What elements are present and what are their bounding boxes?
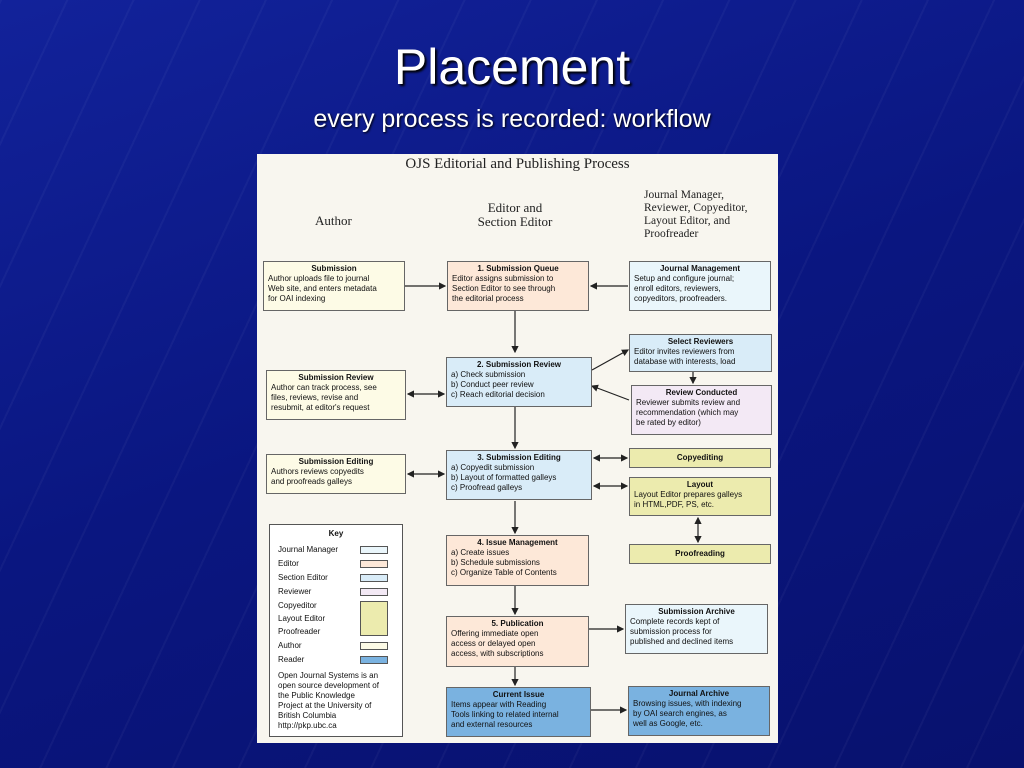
box-copyediting-title: Copyediting <box>676 453 724 462</box>
legend-swatch-reviewer <box>360 588 388 596</box>
column-header-editor: Editor and Section Editor <box>477 200 553 229</box>
legend-swatch-section-editor <box>360 574 388 582</box>
box-submission-queue-body: Editor assigns submission to Section Edi… <box>452 274 556 303</box>
legend-label-reviewer: Reviewer <box>278 587 312 596</box>
box-journal-management-title: Journal Management <box>659 264 740 273</box>
legend-label-copyeditor: Copyeditor <box>278 601 317 610</box>
box-current-issue-title: Current Issue <box>492 690 545 699</box>
box-submission-queue: 1. Submission Queue Editor assigns submi… <box>447 261 589 311</box>
box-issue-management-title: 4. Issue Management <box>477 538 558 547</box>
box-author-submission-review-title: Submission Review <box>298 373 374 382</box>
box-submission-archive: Submission Archive Complete records kept… <box>625 604 768 654</box>
legend-label-section-editor: Section Editor <box>278 573 328 582</box>
box-select-reviewers-title: Select Reviewers <box>667 337 734 346</box>
box-journal-management-body: Setup and configure journal; enroll edit… <box>634 274 735 303</box>
box-journal-archive-body: Browsing issues, with indexing by OAI se… <box>633 699 742 728</box>
legend-swatch-author <box>360 642 388 650</box>
box-issue-management-body: a) Create issues b) Schedule submissions… <box>451 548 557 577</box>
box-submission-archive-body: Complete records kept of submission proc… <box>630 617 734 646</box>
box-submission-archive-title: Submission Archive <box>658 607 735 616</box>
legend-key: Key Journal Manager Editor Section Edito… <box>269 524 403 737</box>
legend-swatch-editor <box>360 560 388 568</box>
figure-title: OJS Editorial and Publishing Process <box>405 156 630 172</box>
legend-label-proofreader: Proofreader <box>278 627 321 636</box>
box-proofreading: Proofreading <box>629 544 771 564</box>
workflow-arrows <box>405 282 702 714</box>
box-journal-archive-title: Journal Archive <box>668 689 730 698</box>
workflow-figure: OJS Editorial and Publishing Process Aut… <box>257 154 778 743</box>
box-journal-management: Journal Management Setup and configure j… <box>629 261 771 311</box>
box-layout: Layout Layout Editor prepares galleys in… <box>629 477 771 516</box>
box-submission-body: Author uploads file to journal Web site,… <box>268 274 377 303</box>
slide-subtitle: every process is recorded: workflow <box>313 105 711 133</box>
legend-label-author: Author <box>278 641 302 650</box>
box-submission-editing-body: a) Copyedit submission b) Layout of form… <box>451 463 557 492</box>
box-review-conducted: Review Conducted Reviewer submits review… <box>631 385 772 435</box>
box-review-conducted-title: Review Conducted <box>665 388 738 397</box>
arrow-conducted-to-review <box>590 384 630 401</box>
legend-title: Key <box>328 529 344 538</box>
box-proofreading-title: Proofreading <box>675 549 725 558</box>
box-layout-title: Layout <box>686 480 714 489</box>
box-submission-editing-title: 3. Submission Editing <box>477 453 561 462</box>
box-author-submission-editing-body: Authors reviews copyedits and proofreads… <box>271 467 364 486</box>
legend-swatch-journal-manager <box>360 546 388 554</box>
box-submission-review-body: a) Check submission b) Conduct peer revi… <box>451 370 545 399</box>
box-submission-queue-title: 1. Submission Queue <box>477 264 559 273</box>
box-current-issue-body: Items appear with Reading Tools linking … <box>451 700 559 729</box>
box-copyediting: Copyediting <box>629 448 771 468</box>
legend-swatch-reader <box>360 656 388 664</box>
box-publication-body: Offering immediate open access or delaye… <box>451 629 544 658</box>
box-author-submission-review: Submission Review Author can track proce… <box>266 370 406 420</box>
box-select-reviewers-body: Editor invites reviewers from database w… <box>634 347 736 366</box>
box-issue-management: 4. Issue Management a) Create issues b) … <box>446 535 589 586</box>
box-submission: Submission Author uploads file to journa… <box>263 261 405 311</box>
box-submission-title: Submission <box>311 264 357 273</box>
box-submission-review-title: 2. Submission Review <box>476 360 562 369</box>
arrow-review-to-select <box>591 349 630 371</box>
box-review-conducted-body: Reviewer submits review and recommendati… <box>636 398 741 427</box>
legend-label-editor: Editor <box>278 559 299 568</box>
column-header-author: Author <box>315 213 352 228</box>
legend-swatch-copy-layout-proof <box>360 601 388 636</box>
column-header-others: Journal Manager, Reviewer, Copyeditor, L… <box>644 189 748 240</box>
box-select-reviewers: Select Reviewers Editor invites reviewer… <box>629 334 772 372</box>
legend-note: Open Journal Systems is an open source d… <box>278 671 379 730</box>
box-publication-title: 5. Publication <box>491 619 544 628</box>
slide-title: Placement <box>393 39 631 95</box>
legend-label-journal-manager: Journal Manager <box>278 545 339 554</box>
box-author-submission-editing-title: Submission Editing <box>298 457 374 466</box>
box-current-issue: Current Issue Items appear with Reading … <box>446 687 591 737</box>
box-author-submission-review-body: Author can track process, see files, rev… <box>271 383 377 412</box>
box-submission-editing: 3. Submission Editing a) Copyedit submis… <box>446 450 592 500</box>
legend-label-layout-editor: Layout Editor <box>278 614 326 623</box>
box-layout-body: Layout Editor prepares galleys in HTML,P… <box>634 490 743 509</box>
legend-label-reader: Reader <box>278 655 305 664</box>
box-author-submission-editing: Submission Editing Authors reviews copye… <box>266 454 406 494</box>
box-submission-review: 2. Submission Review a) Check submission… <box>446 357 592 407</box>
box-journal-archive: Journal Archive Browsing issues, with in… <box>628 686 770 736</box>
box-publication: 5. Publication Offering immediate open a… <box>446 616 589 667</box>
